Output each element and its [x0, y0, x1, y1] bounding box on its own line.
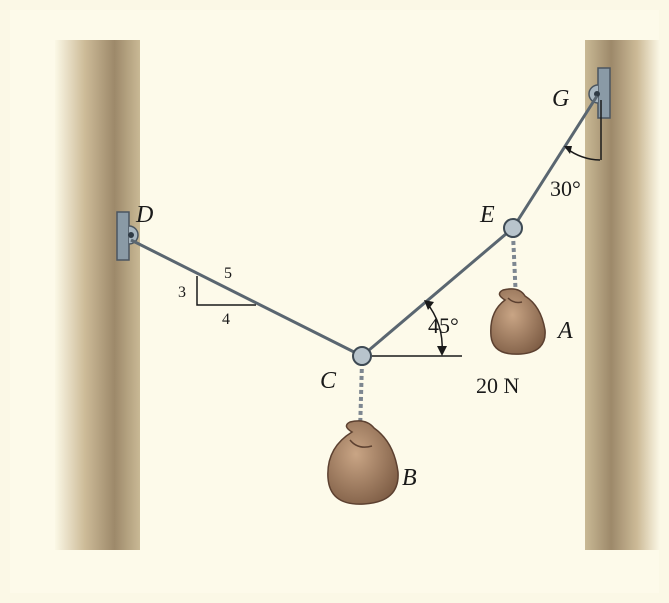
bag-B [327, 420, 399, 505]
slope-hyp-label: 5 [224, 265, 232, 282]
bag-A [490, 288, 546, 355]
angle-30-label: 30° [550, 176, 581, 201]
slope-triangle [196, 276, 256, 306]
angle-arrow-45-top [424, 300, 434, 310]
left-wall [55, 40, 140, 550]
ring-E [503, 218, 523, 238]
label-G: G [552, 86, 569, 112]
label-E: E [479, 202, 495, 228]
angle-arrow-45 [437, 346, 447, 356]
angle-45-label: 45° [428, 313, 459, 338]
slope-run-label: 4 [222, 311, 230, 328]
support-D [116, 211, 139, 261]
angle-arrow-30 [564, 146, 572, 154]
label-A: A [556, 318, 573, 344]
weight-A-label: 20 N [476, 373, 520, 398]
label-D: D [135, 202, 153, 228]
cable-EG [511, 95, 599, 229]
ring-C [352, 346, 372, 366]
cable-DC [130, 238, 363, 358]
label-C: C [320, 368, 337, 394]
right-wall [585, 40, 660, 550]
slope-rise-label: 3 [178, 284, 186, 301]
cable-CE [361, 226, 514, 358]
label-B: B [402, 465, 417, 491]
